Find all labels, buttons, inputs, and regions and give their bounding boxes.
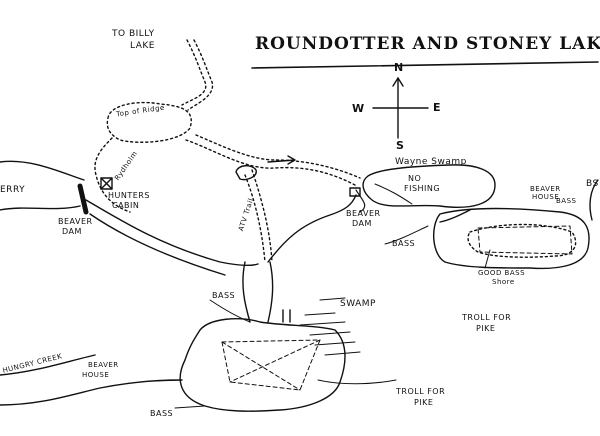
small-pond [235,165,257,181]
label-hunters-cabin: HUNTERS [108,191,150,200]
bottom-lake [179,318,346,412]
trail-arrow [267,155,296,165]
title-underline [251,61,599,69]
label-good-bass-shore-2: Shore [492,278,515,286]
label-to-billy-lake: TO BILLY [112,29,155,39]
label-beaver-dam-center: BEAVER [346,209,381,218]
label-good-bass-shore: GOOD BASS [478,269,526,277]
compass-south-label: S [396,139,405,152]
label-beaver-house-right: BEAVER [530,185,561,193]
label-wayne-swamp: Wayne Swamp [395,157,467,167]
swamp-marks [299,297,361,356]
left-lake-shore [0,160,85,211]
label-troll-for-pike-bottom-2: PIKE [414,398,434,407]
troll-path-right [477,225,573,255]
label-beaver-dam-left-2: DAM [62,227,82,236]
label-beaver-dam-center-2: DAM [352,219,372,228]
label-bass-center: BASS [212,291,236,300]
good-bass-shore [467,223,577,258]
label-troll-for-pike-bottom: TROLL FOR [396,387,446,396]
label-erry: ERRY [0,185,26,195]
label-bass-right-top: BASS [556,197,577,205]
label-hunters-cabin-2: CABIN [112,201,140,210]
right-lake [433,207,590,270]
label-to-billy-lake-2: LAKE [130,41,155,51]
narrows-markers [282,309,291,323]
hungry-creek-shore [0,354,183,406]
wayne-swamp [362,164,496,208]
beaver-dam-center-icon [349,187,361,197]
narrows [242,261,274,323]
label-no-fishing-2: FISHING [404,184,441,193]
label-troll-for-pike-right: TROLL FOR [462,313,512,322]
central-creek [85,194,357,267]
hunters-cabin-icon [100,177,113,190]
label-troll-for-pike-right-2: PIKE [476,324,496,333]
beaver-dam-left [77,183,89,215]
troll-path-bottom [221,339,321,391]
label-edge-right: BS [586,179,599,189]
trail-paths [94,134,361,263]
label-bass-bottom: BASS [150,409,174,418]
label-bass-right: BASS [392,239,416,248]
pointer-lines [174,183,491,409]
label-beaver-house-left-2: HOUSE [82,371,110,379]
creek-to-billy-lake [181,39,214,111]
label-no-fishing: NO [408,174,422,183]
top-of-ridge-pond [106,101,192,143]
label-beaver-house-right-2: HOUSE [532,193,560,201]
label-beaver-dam-left: BEAVER [58,217,93,226]
map-title: ROUNDOTTER AND STONEY LAKES [255,34,600,54]
compass-west-label: W [352,102,365,115]
compass-north-label: N [394,61,404,74]
label-beaver-house-left: BEAVER [88,361,119,369]
label-swamp: SWAMP [340,299,376,309]
compass-rose [372,77,429,139]
compass-east-label: E [433,101,442,114]
